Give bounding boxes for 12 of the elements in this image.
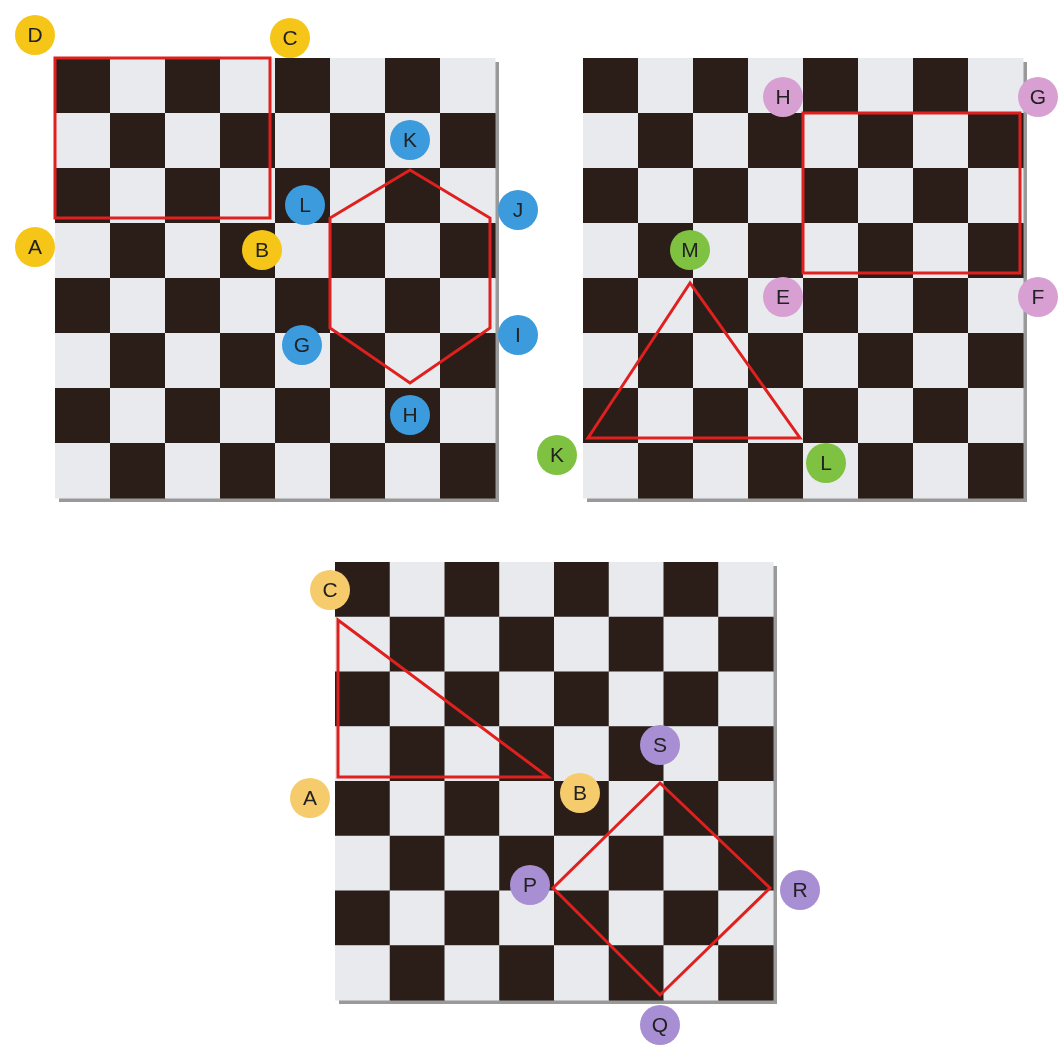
point-label: C <box>310 570 350 610</box>
point-label: Q <box>640 1005 680 1045</box>
point-label: G <box>1018 77 1058 117</box>
point-label: A <box>290 778 330 818</box>
point-label: J <box>498 190 538 230</box>
point-label: F <box>1018 277 1058 317</box>
point-label: A <box>15 227 55 267</box>
point-label: C <box>270 18 310 58</box>
point-label: K <box>537 435 577 475</box>
point-label: R <box>780 870 820 910</box>
point-label: I <box>498 315 538 355</box>
point-label: D <box>15 15 55 55</box>
